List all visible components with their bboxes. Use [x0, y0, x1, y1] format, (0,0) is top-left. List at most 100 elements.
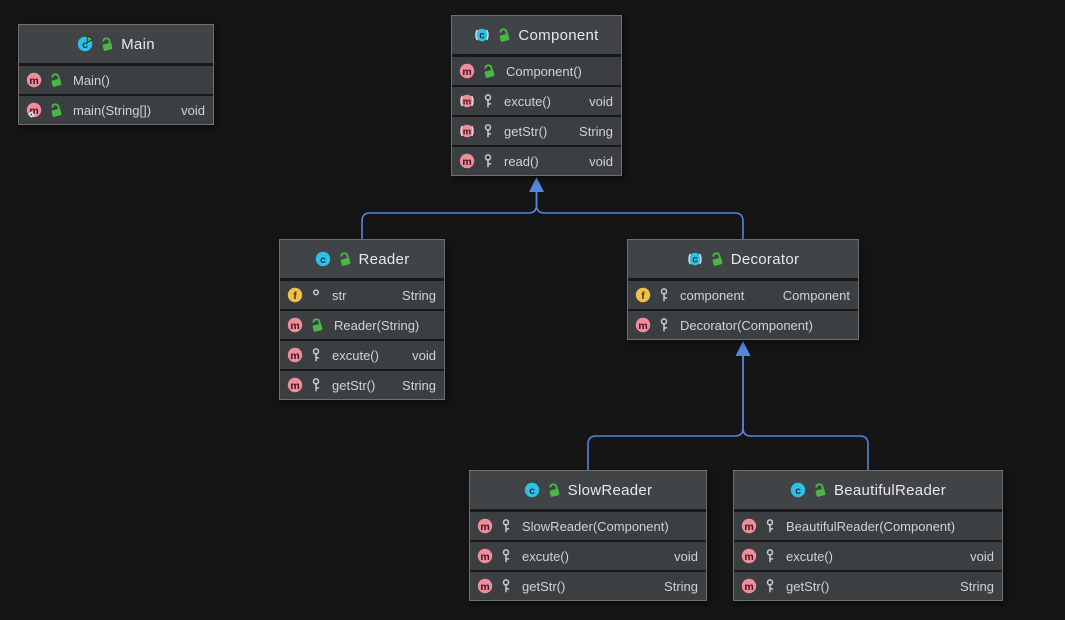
method-icon: m [459, 153, 475, 169]
lock-open-icon [99, 36, 115, 52]
svg-text:f: f [641, 290, 645, 302]
svg-text:m: m [744, 551, 753, 563]
svg-text:c: c [320, 254, 326, 266]
key-icon [499, 578, 513, 594]
member-name: getStr() [332, 377, 376, 393]
key-icon [481, 93, 495, 109]
method-row[interactable]: m excute() void [470, 542, 706, 570]
lock-open-icon [496, 27, 512, 43]
lock-open-icon [546, 482, 562, 498]
svg-text:m: m [744, 581, 753, 593]
class-header-main[interactable]: c Main [19, 25, 213, 63]
lock-open-icon [309, 317, 325, 333]
member-name: excute() [504, 93, 551, 109]
class-title: Decorator [730, 250, 800, 268]
key-icon [309, 377, 323, 393]
svg-text:c: c [795, 485, 801, 497]
method-row[interactable]: m excute() void [452, 87, 621, 115]
key-icon [499, 518, 513, 534]
member-name: component [680, 287, 745, 303]
member-name: Main() [73, 72, 110, 88]
key-icon [763, 578, 777, 594]
method-icon: m [741, 548, 757, 564]
class-title: SlowReader [567, 481, 653, 499]
abstract-class-icon: c [474, 27, 490, 43]
method-row[interactable]: m excute() void [734, 542, 1002, 570]
svg-text:m: m [462, 156, 471, 168]
class-title: Reader [358, 250, 410, 268]
svg-text:m: m [744, 521, 753, 533]
class-header-slowreader[interactable]: c SlowReader [470, 471, 706, 509]
member-type: String [402, 377, 436, 393]
key-icon [657, 287, 671, 303]
member-name: getStr() [786, 578, 830, 594]
member-type: void [181, 102, 205, 118]
member-type: void [412, 347, 436, 363]
method-icon: m [741, 578, 757, 594]
lock-open-icon [337, 251, 353, 267]
member-type: String [579, 123, 613, 139]
member-name: read() [504, 153, 539, 169]
svg-text:m: m [480, 581, 489, 593]
member-name: excute() [522, 548, 569, 564]
lock-open-icon [48, 102, 64, 118]
method-icon: m [477, 578, 493, 594]
method-icon: m [477, 548, 493, 564]
key-icon [657, 317, 671, 333]
member-type: String [402, 287, 436, 303]
runnable-class-icon: c [77, 36, 94, 52]
field-icon: f [287, 287, 303, 303]
member-name: main(String[]) [73, 102, 152, 118]
member-type: void [674, 548, 698, 564]
field-row[interactable]: f str String [280, 281, 444, 309]
key-icon [763, 518, 777, 534]
class-header-beautifulreader[interactable]: c BeautifulReader [734, 471, 1002, 509]
lock-open-icon [48, 72, 64, 88]
member-type: void [589, 93, 613, 109]
method-row[interactable]: m getStr() String [452, 117, 621, 145]
method-icon: m [459, 63, 475, 79]
class-title: BeautifulReader [833, 481, 947, 499]
svg-text:m: m [463, 96, 471, 107]
member-name: str [332, 287, 347, 303]
class-icon: c [315, 251, 331, 267]
method-icon: m [477, 518, 493, 534]
class-title: Main [121, 35, 155, 53]
svg-text:m: m [463, 126, 471, 137]
member-type: void [589, 153, 613, 169]
svg-text:m: m [290, 350, 299, 362]
class-header-reader[interactable]: c Reader [280, 240, 444, 278]
key-icon [763, 548, 777, 564]
class-header-decorator[interactable]: c Decorator [628, 240, 858, 278]
svg-text:c: c [692, 255, 698, 266]
member-name: getStr() [504, 123, 548, 139]
member-name: excute() [786, 548, 833, 564]
key-icon [309, 347, 323, 363]
method-row[interactable]: m read() void [452, 147, 621, 175]
member-type: String [664, 578, 698, 594]
member-type: void [970, 548, 994, 564]
svg-text:c: c [82, 39, 88, 51]
svg-text:c: c [529, 485, 535, 497]
svg-text:c: c [480, 31, 486, 42]
svg-text:m: m [462, 66, 471, 78]
